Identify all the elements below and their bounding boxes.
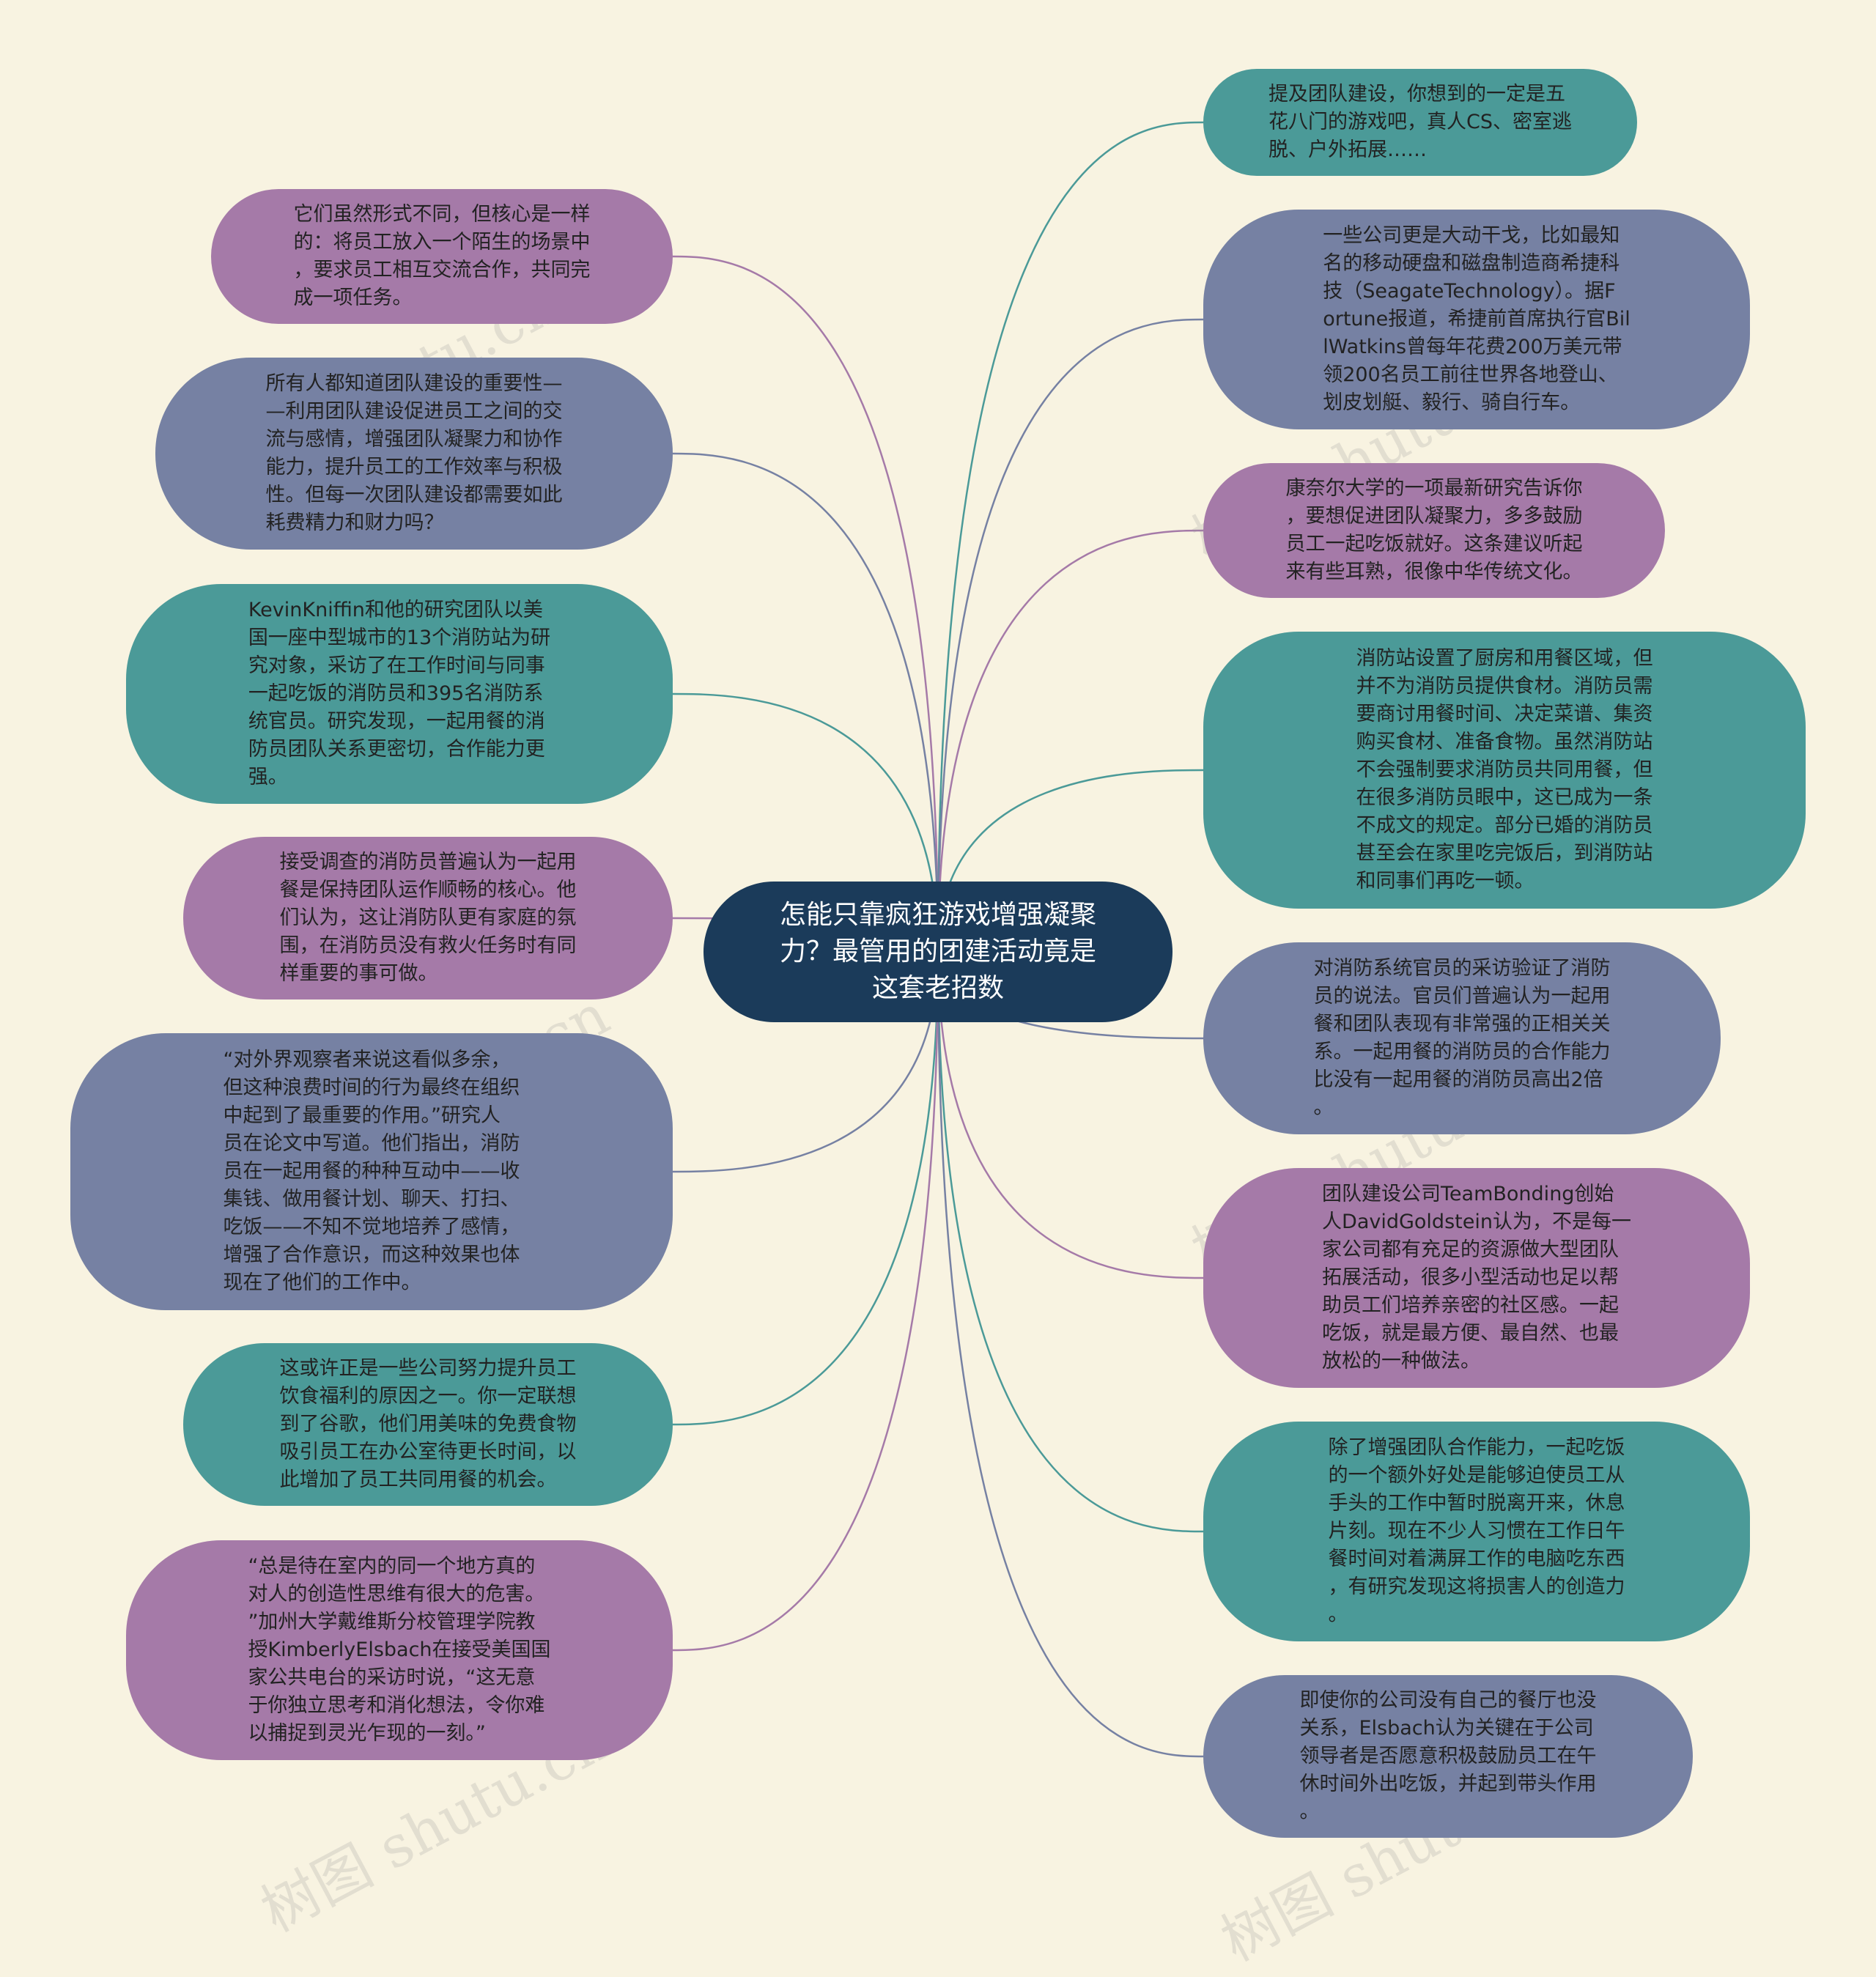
connector-curve (672, 692, 939, 953)
left-topic-node[interactable]: “对外界观察者来说这看似多余， 但这种浪费时间的行为最终在组织 中起到了最重要的… (70, 1033, 673, 1310)
left-topic-node[interactable]: “总是待在室内的同一个地方真的 对人的创造性思维有很大的危害。 ”加州大学戴维斯… (126, 1540, 673, 1760)
topic-text: KevinKniffin和他的研究团队以美 国一座中型城市的13个消防站为研 究… (248, 599, 551, 788)
connector-curve (937, 121, 1204, 953)
connector-curve (937, 951, 1204, 1279)
topic-text: 所有人都知道团队建设的重要性— —利用团队建设促进员工之间的交 流与感情，增强团… (265, 372, 563, 534)
connector-curve (937, 951, 1204, 1533)
connector-curve (937, 318, 1204, 953)
topic-text: 提及团队建设，你想到的一定是五 花八门的游戏吧，真人CS、密室逃 脱、户外拓展…… (1268, 83, 1572, 161)
topic-text: 一些公司更是大动干戈，比如最知 名的移动硬盘和磁盘制造商希捷科 技（Seagat… (1323, 224, 1631, 414)
topic-text: 消防站设置了厨房和用餐区域，但 并不为消防员提供食材。消防员需 要商讨用餐时间、… (1356, 647, 1653, 893)
mind-map: 树图 shutu.cn 树图 shutu.cn 树图 shutu.cn 树图 s… (70, 69, 1806, 1974)
connector-curve (672, 951, 939, 1652)
right-topic-node[interactable]: 消防站设置了厨房和用餐区域，但 并不为消防员提供食材。消防员需 要商讨用餐时间、… (1203, 632, 1806, 909)
right-topic-node[interactable]: 一些公司更是大动干戈，比如最知 名的移动硬盘和磁盘制造商希捷科 技（Seagat… (1203, 210, 1750, 429)
right-topic-node[interactable]: 对消防系统官员的采访验证了消防 员的说法。官员们普遍认为一起用 餐和团队表现有非… (1203, 942, 1721, 1134)
connector-curve (672, 951, 939, 1173)
left-topic-node[interactable]: 接受调查的消防员普遍认为一起用 餐是保持团队运作顺畅的核心。他 们认为，这让消防… (183, 837, 673, 999)
connector-curve (672, 255, 939, 953)
connector-curve (937, 951, 1204, 1758)
left-topic-node[interactable]: KevinKniffin和他的研究团队以美 国一座中型城市的13个消防站为研 究… (126, 584, 673, 804)
right-topic-node[interactable]: 即使你的公司没有自己的餐厅也没 关系，Elsbach认为关键在于公司 领导者是否… (1203, 1675, 1693, 1838)
left-topic-node[interactable]: 所有人都知道团队建设的重要性— —利用团队建设促进员工之间的交 流与感情，增强团… (155, 358, 673, 550)
topic-text: 对消防系统官员的采访验证了消防 员的说法。官员们普遍认为一起用 餐和团队表现有非… (1313, 957, 1611, 1119)
connector-curve (937, 529, 1204, 953)
topic-text: “总是待在室内的同一个地方真的 对人的创造性思维有很大的危害。 ”加州大学戴维斯… (248, 1555, 551, 1745)
topic-text: 即使你的公司没有自己的餐厅也没 关系，Elsbach认为关键在于公司 领导者是否… (1299, 1689, 1597, 1823)
connector-curve (672, 951, 939, 1426)
central-topic-node[interactable]: 怎能只靠疯狂游戏增强凝聚力？最管用的团建活动竟是这套老招数 (704, 882, 1172, 1022)
topic-text: 它们虽然形式不同，但核心是一样 的：将员工放入一个陌生的场景中 ，要求员工相互交… (293, 203, 591, 309)
left-topic-node[interactable]: 它们虽然形式不同，但核心是一样 的：将员工放入一个陌生的场景中 ，要求员工相互交… (211, 189, 673, 324)
topic-text: 康奈尔大学的一项最新研究告诉你 ，要想促进团队凝聚力，多多鼓励 员工一起吃饭就好… (1285, 477, 1583, 583)
topic-text: 除了增强团队合作能力，一起吃饭 的一个额外好处是能够迫使员工从 手头的工作中暂时… (1328, 1436, 1625, 1626)
right-topic-node[interactable]: 除了增强团队合作能力，一起吃饭 的一个额外好处是能够迫使员工从 手头的工作中暂时… (1203, 1422, 1750, 1641)
topic-text: 团队建设公司TeamBonding创始 人DavidGoldstein认为，不是… (1322, 1183, 1631, 1372)
connector-curve (672, 452, 939, 953)
topic-text: “对外界观察者来说这看似多余， 但这种浪费时间的行为最终在组织 中起到了最重要的… (223, 1049, 520, 1294)
topic-text: 这或许正是一些公司努力提升员工 饮食福利的原因之一。你一定联想 到了谷歌，他们用… (279, 1357, 577, 1491)
right-topic-node[interactable]: 团队建设公司TeamBonding创始 人DavidGoldstein认为，不是… (1203, 1168, 1750, 1388)
right-topic-node[interactable]: 康奈尔大学的一项最新研究告诉你 ，要想促进团队凝聚力，多多鼓励 员工一起吃饭就好… (1203, 463, 1665, 598)
right-topic-node[interactable]: 提及团队建设，你想到的一定是五 花八门的游戏吧，真人CS、密室逃 脱、户外拓展…… (1203, 69, 1637, 176)
left-topic-node[interactable]: 这或许正是一些公司努力提升员工 饮食福利的原因之一。你一定联想 到了谷歌，他们用… (183, 1343, 673, 1506)
central-topic-text: 怎能只靠疯狂游戏增强凝聚力？最管用的团建活动竟是这套老招数 (779, 900, 1096, 1003)
topic-text: 接受调查的消防员普遍认为一起用 餐是保持团队运作顺畅的核心。他 们认为，这让消防… (279, 851, 577, 985)
